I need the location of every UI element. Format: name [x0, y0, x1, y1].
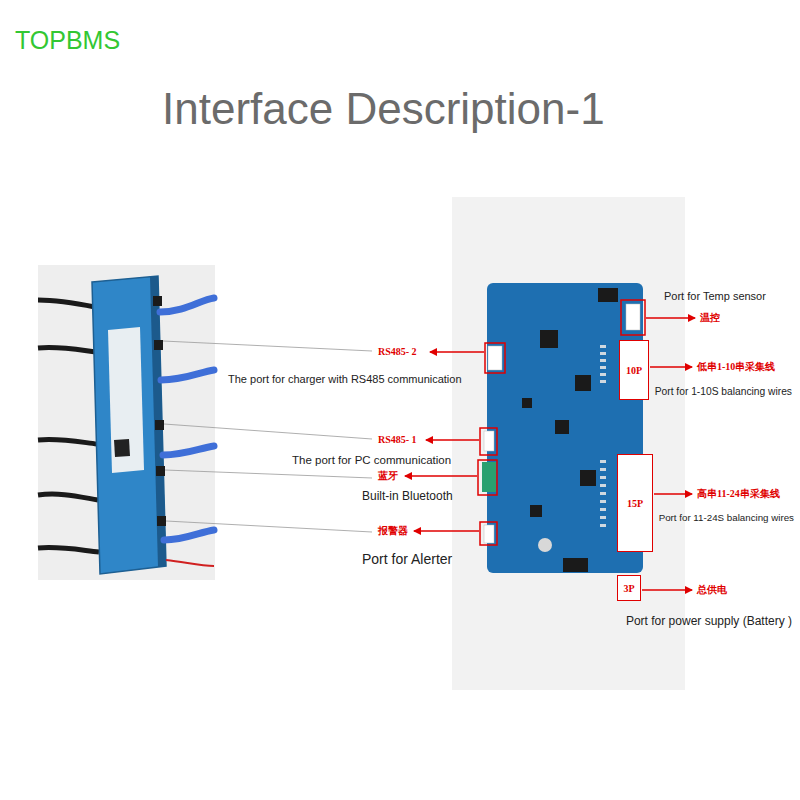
port-pin-count: 3P [623, 583, 634, 594]
leader-lines [163, 341, 372, 532]
red-wire [166, 560, 214, 566]
blue-cables [160, 298, 214, 540]
port-name: 蓝牙 [378, 470, 398, 482]
capacitor [538, 538, 552, 552]
housing-sticker [108, 327, 144, 473]
qr-code [114, 439, 130, 457]
bms-housing [92, 276, 166, 574]
port-box: 10P [619, 340, 649, 400]
housing-ports [153, 296, 166, 526]
port-name: RS485- 1 [378, 434, 417, 446]
photo-ground [38, 265, 215, 580]
port-name: RS485- 2 [378, 346, 417, 358]
bluetooth-module [482, 462, 496, 492]
port-description: Port for 11-24S balancing wires [659, 512, 794, 523]
port-description: Built-in Bluetooth [362, 490, 453, 504]
port-pin-count: 15P [627, 498, 643, 509]
port-pin-count: 10P [626, 365, 642, 376]
port-description: Port for Temp sensor [664, 290, 766, 303]
port-description: Port for power supply (Battery ) [626, 615, 792, 629]
port-name: 高串11-24串采集线 [697, 488, 780, 500]
port-box: 15P [617, 454, 653, 552]
pcb-chips [522, 288, 618, 572]
black-cables [38, 300, 99, 552]
housing-edge [150, 276, 166, 567]
diagram-title: Interface Description-1 [162, 84, 605, 135]
port-description: The port for PC communication [292, 454, 451, 467]
port-name: 低串1-10串采集线 [697, 361, 775, 373]
port-name: 总供电 [697, 584, 727, 596]
pcb-resistors [600, 345, 606, 527]
brand-logo: TOPBMS [15, 26, 120, 55]
port-box: 3P [617, 575, 641, 601]
port-name: 温控 [700, 312, 720, 324]
port-description: Port for Alerter [362, 551, 452, 567]
port-description: Port for 1-10S balancing wires [655, 386, 792, 398]
port-description: The port for charger with RS485 communic… [228, 373, 462, 386]
port-name: 报警器 [378, 525, 408, 537]
